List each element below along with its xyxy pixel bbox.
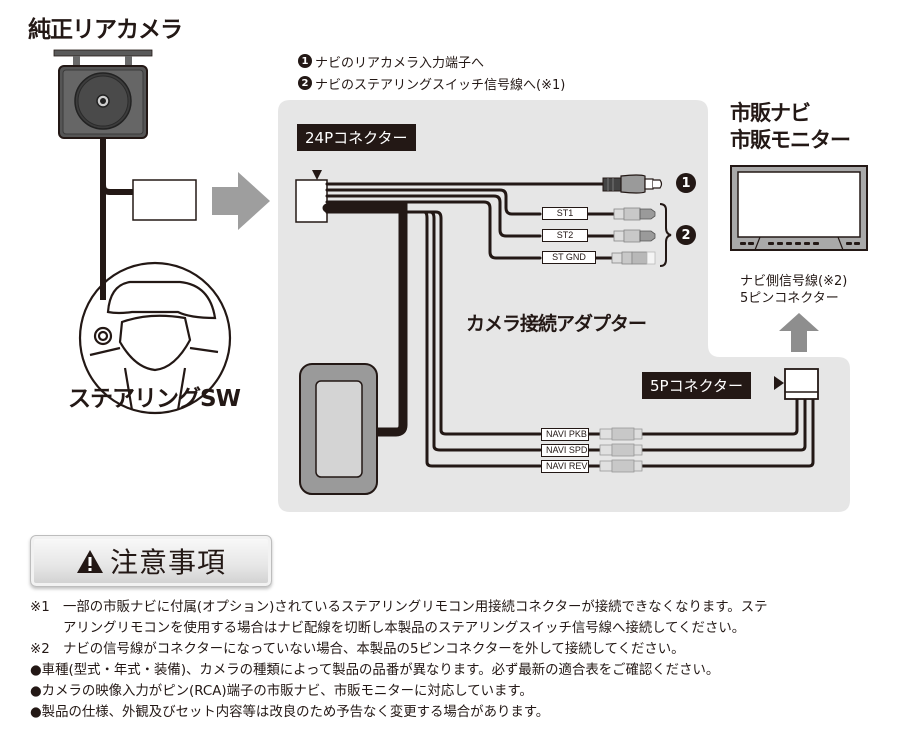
brace-icon	[659, 203, 672, 267]
number-badge-icon: 2	[298, 76, 312, 90]
wire-tag-st1: ST1	[542, 207, 588, 220]
note-1-continued: アリングリモコンを使用する場合はナビ配線を切断し本製品のステアリングスイッチ信号…	[63, 621, 746, 636]
marker-1-icon: 1	[676, 173, 696, 193]
rca-plug-icon	[602, 174, 663, 194]
steering-switch-label: ステアリングSW	[68, 386, 241, 412]
wire-tag-navi-spd: NAVI SPD	[541, 444, 589, 457]
navi-signal-label: ナビ側信号線(※2) 5ピンコネクター	[740, 273, 847, 307]
steering-wheel-icon	[78, 261, 232, 415]
navi-connectors-icon	[599, 427, 643, 473]
notice-notes: ※1 一部の市販ナビに付属(オプション)されているステアリングリモコン用接続コネ…	[30, 597, 890, 723]
navi-monitor-icon	[730, 165, 868, 251]
notice-title: 注意事項	[109, 546, 226, 579]
navi-section-title: 市販ナビ 市販モニター	[730, 100, 851, 154]
adapter-label: カメラ接続アダプター	[466, 313, 647, 335]
note-mark: ※1	[30, 600, 50, 615]
number-badge-icon: 1	[298, 54, 312, 68]
bullet-item: ●製品の仕様、外観及びセット内容等は改良のため予告なく変更する場合があります。	[30, 705, 550, 720]
legend: 1 ナビのリアカメラ入力端子へ 2 ナビのステアリングスイッチ信号線へ(※1)	[298, 50, 565, 94]
signal-label-line2: 5ピンコネクター	[740, 291, 839, 306]
bullet-item: ●車種(型式・年式・装備)、カメラの種類によって製品の品番が異なります。必ず最新…	[30, 663, 720, 678]
legend-item-2: 2 ナビのステアリングスイッチ信号線へ(※1)	[298, 72, 565, 94]
camera-control-box	[132, 179, 197, 221]
marker-2-icon: 2	[676, 225, 696, 245]
connector-5p-icon	[784, 368, 819, 400]
wire-tag-st-gnd: ST GND	[542, 251, 596, 264]
connector-24p-icon	[295, 179, 328, 223]
connector-24p-label: 24Pコネクター	[297, 124, 416, 151]
camera-adapter-box-icon	[299, 363, 378, 495]
note-text: ナビの信号線がコネクターになっていない場合、本製品の5ピンコネクターを外して接続…	[63, 642, 685, 657]
note-text: 一部の市販ナビに付属(オプション)されているステアリングリモコン用接続コネクター…	[63, 600, 768, 615]
note-2: ※2 ナビの信号線がコネクターになっていない場合、本製品の5ピンコネクターを外し…	[30, 639, 890, 660]
notice-header: 注意事項	[30, 535, 272, 587]
wire-tag-navi-rev: NAVI REV	[541, 460, 589, 473]
up-arrow-icon	[779, 313, 819, 352]
signal-label-line1: ナビ側信号線(※2)	[740, 274, 848, 289]
wire-tag-st2: ST2	[542, 229, 588, 242]
note-1: ※1 一部の市販ナビに付属(オプション)されているステアリングリモコン用接続コネ…	[30, 597, 890, 618]
warning-icon	[76, 549, 103, 573]
wire-tag-navi-pkb: NAVI PKB	[541, 428, 589, 441]
connector-5p-label: 5Pコネクター	[642, 372, 751, 399]
legend-item-text: ナビのステアリングスイッチ信号線へ(※1)	[315, 77, 566, 93]
note-mark: ※2	[30, 642, 50, 657]
st-connectors-icon	[611, 207, 656, 265]
legend-item-1: 1 ナビのリアカメラ入力端子へ	[298, 50, 565, 72]
flow-arrow-icon	[212, 172, 270, 230]
camera-section-title: 純正リアカメラ	[28, 17, 183, 43]
bullet-item: ●カメラの映像入力がピン(RCA)端子の市販ナビ、市販モニターに対応しています。	[30, 684, 533, 699]
navi-title-line2: 市販モニター	[730, 128, 851, 152]
legend-item-text: ナビのリアカメラ入力端子へ	[315, 55, 485, 71]
navi-title-line1: 市販ナビ	[730, 101, 811, 125]
rear-camera-icon	[53, 49, 153, 139]
